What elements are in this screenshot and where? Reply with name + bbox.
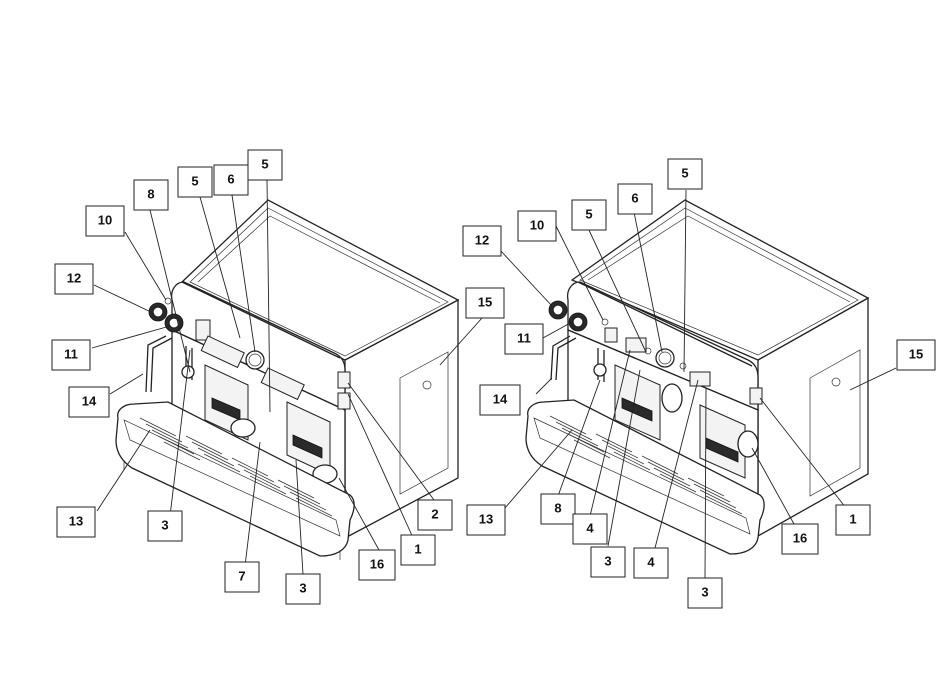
callout-left-2: 2 [418, 500, 452, 530]
svg-text:5: 5 [191, 173, 198, 188]
svg-text:3: 3 [701, 584, 708, 599]
callout-left-12: 12 [55, 264, 93, 294]
svg-text:3: 3 [161, 517, 168, 532]
callout-right-5a: 5 [572, 200, 606, 230]
callout-left-5a: 5 [178, 167, 212, 197]
callout-left-16: 16 [359, 550, 395, 580]
callout-left-1: 1 [401, 535, 435, 565]
svg-text:6: 6 [227, 171, 234, 186]
callout-right-6: 6 [618, 184, 652, 214]
callout-right-13: 13 [467, 505, 505, 535]
svg-text:16: 16 [370, 556, 384, 571]
callout-right-16: 16 [782, 524, 818, 554]
callout-left-13: 13 [57, 507, 95, 537]
callout-right-1: 1 [836, 505, 870, 535]
svg-text:14: 14 [82, 393, 97, 408]
callout-left-10: 10 [86, 206, 124, 236]
right-machine-drawing [526, 200, 868, 554]
callout-left-11: 11 [52, 340, 90, 370]
callout-left-6: 6 [214, 165, 248, 195]
svg-text:7: 7 [238, 568, 245, 583]
svg-text:10: 10 [98, 212, 112, 227]
callout-right-4b: 4 [634, 548, 668, 578]
callout-right-12: 12 [463, 226, 501, 256]
svg-text:4: 4 [586, 520, 594, 535]
svg-text:5: 5 [261, 156, 268, 171]
callout-left-5b: 5 [248, 150, 282, 180]
svg-text:5: 5 [585, 206, 592, 221]
callout-right-5b: 5 [668, 159, 702, 189]
svg-text:16: 16 [793, 530, 807, 545]
callout-left-15: 15 [466, 288, 504, 318]
svg-text:13: 13 [69, 513, 83, 528]
callout-right-11: 11 [505, 324, 543, 354]
callout-right-3b: 3 [688, 578, 722, 608]
svg-text:13: 13 [479, 511, 493, 526]
svg-text:3: 3 [604, 553, 611, 568]
svg-text:1: 1 [849, 511, 856, 526]
callout-right-4a: 4 [573, 514, 607, 544]
callout-right-14: 14 [480, 385, 520, 415]
callout-right-3a: 3 [591, 547, 625, 577]
svg-text:5: 5 [681, 165, 688, 180]
callout-left-3b: 3 [286, 574, 320, 604]
svg-text:11: 11 [517, 330, 531, 345]
callout-right-8: 8 [541, 494, 575, 524]
svg-text:2: 2 [431, 506, 438, 521]
callout-left-14: 14 [69, 387, 109, 417]
svg-text:1: 1 [414, 541, 421, 556]
svg-text:12: 12 [475, 232, 489, 247]
svg-text:8: 8 [554, 500, 561, 515]
svg-text:15: 15 [478, 294, 492, 309]
svg-text:15: 15 [909, 346, 923, 361]
svg-text:10: 10 [530, 217, 544, 232]
svg-text:6: 6 [631, 190, 638, 205]
svg-text:12: 12 [67, 270, 81, 285]
svg-text:14: 14 [493, 391, 508, 406]
svg-text:11: 11 [64, 346, 78, 361]
left-machine-drawing [116, 200, 458, 560]
svg-text:4: 4 [647, 554, 655, 569]
svg-text:3: 3 [299, 580, 306, 595]
callout-right-10: 10 [518, 211, 556, 241]
svg-text:8: 8 [147, 186, 154, 201]
callout-right-15: 15 [897, 340, 935, 370]
callout-left-7: 7 [225, 562, 259, 592]
callout-left-8: 8 [134, 180, 168, 210]
callout-left-3a: 3 [148, 511, 182, 541]
